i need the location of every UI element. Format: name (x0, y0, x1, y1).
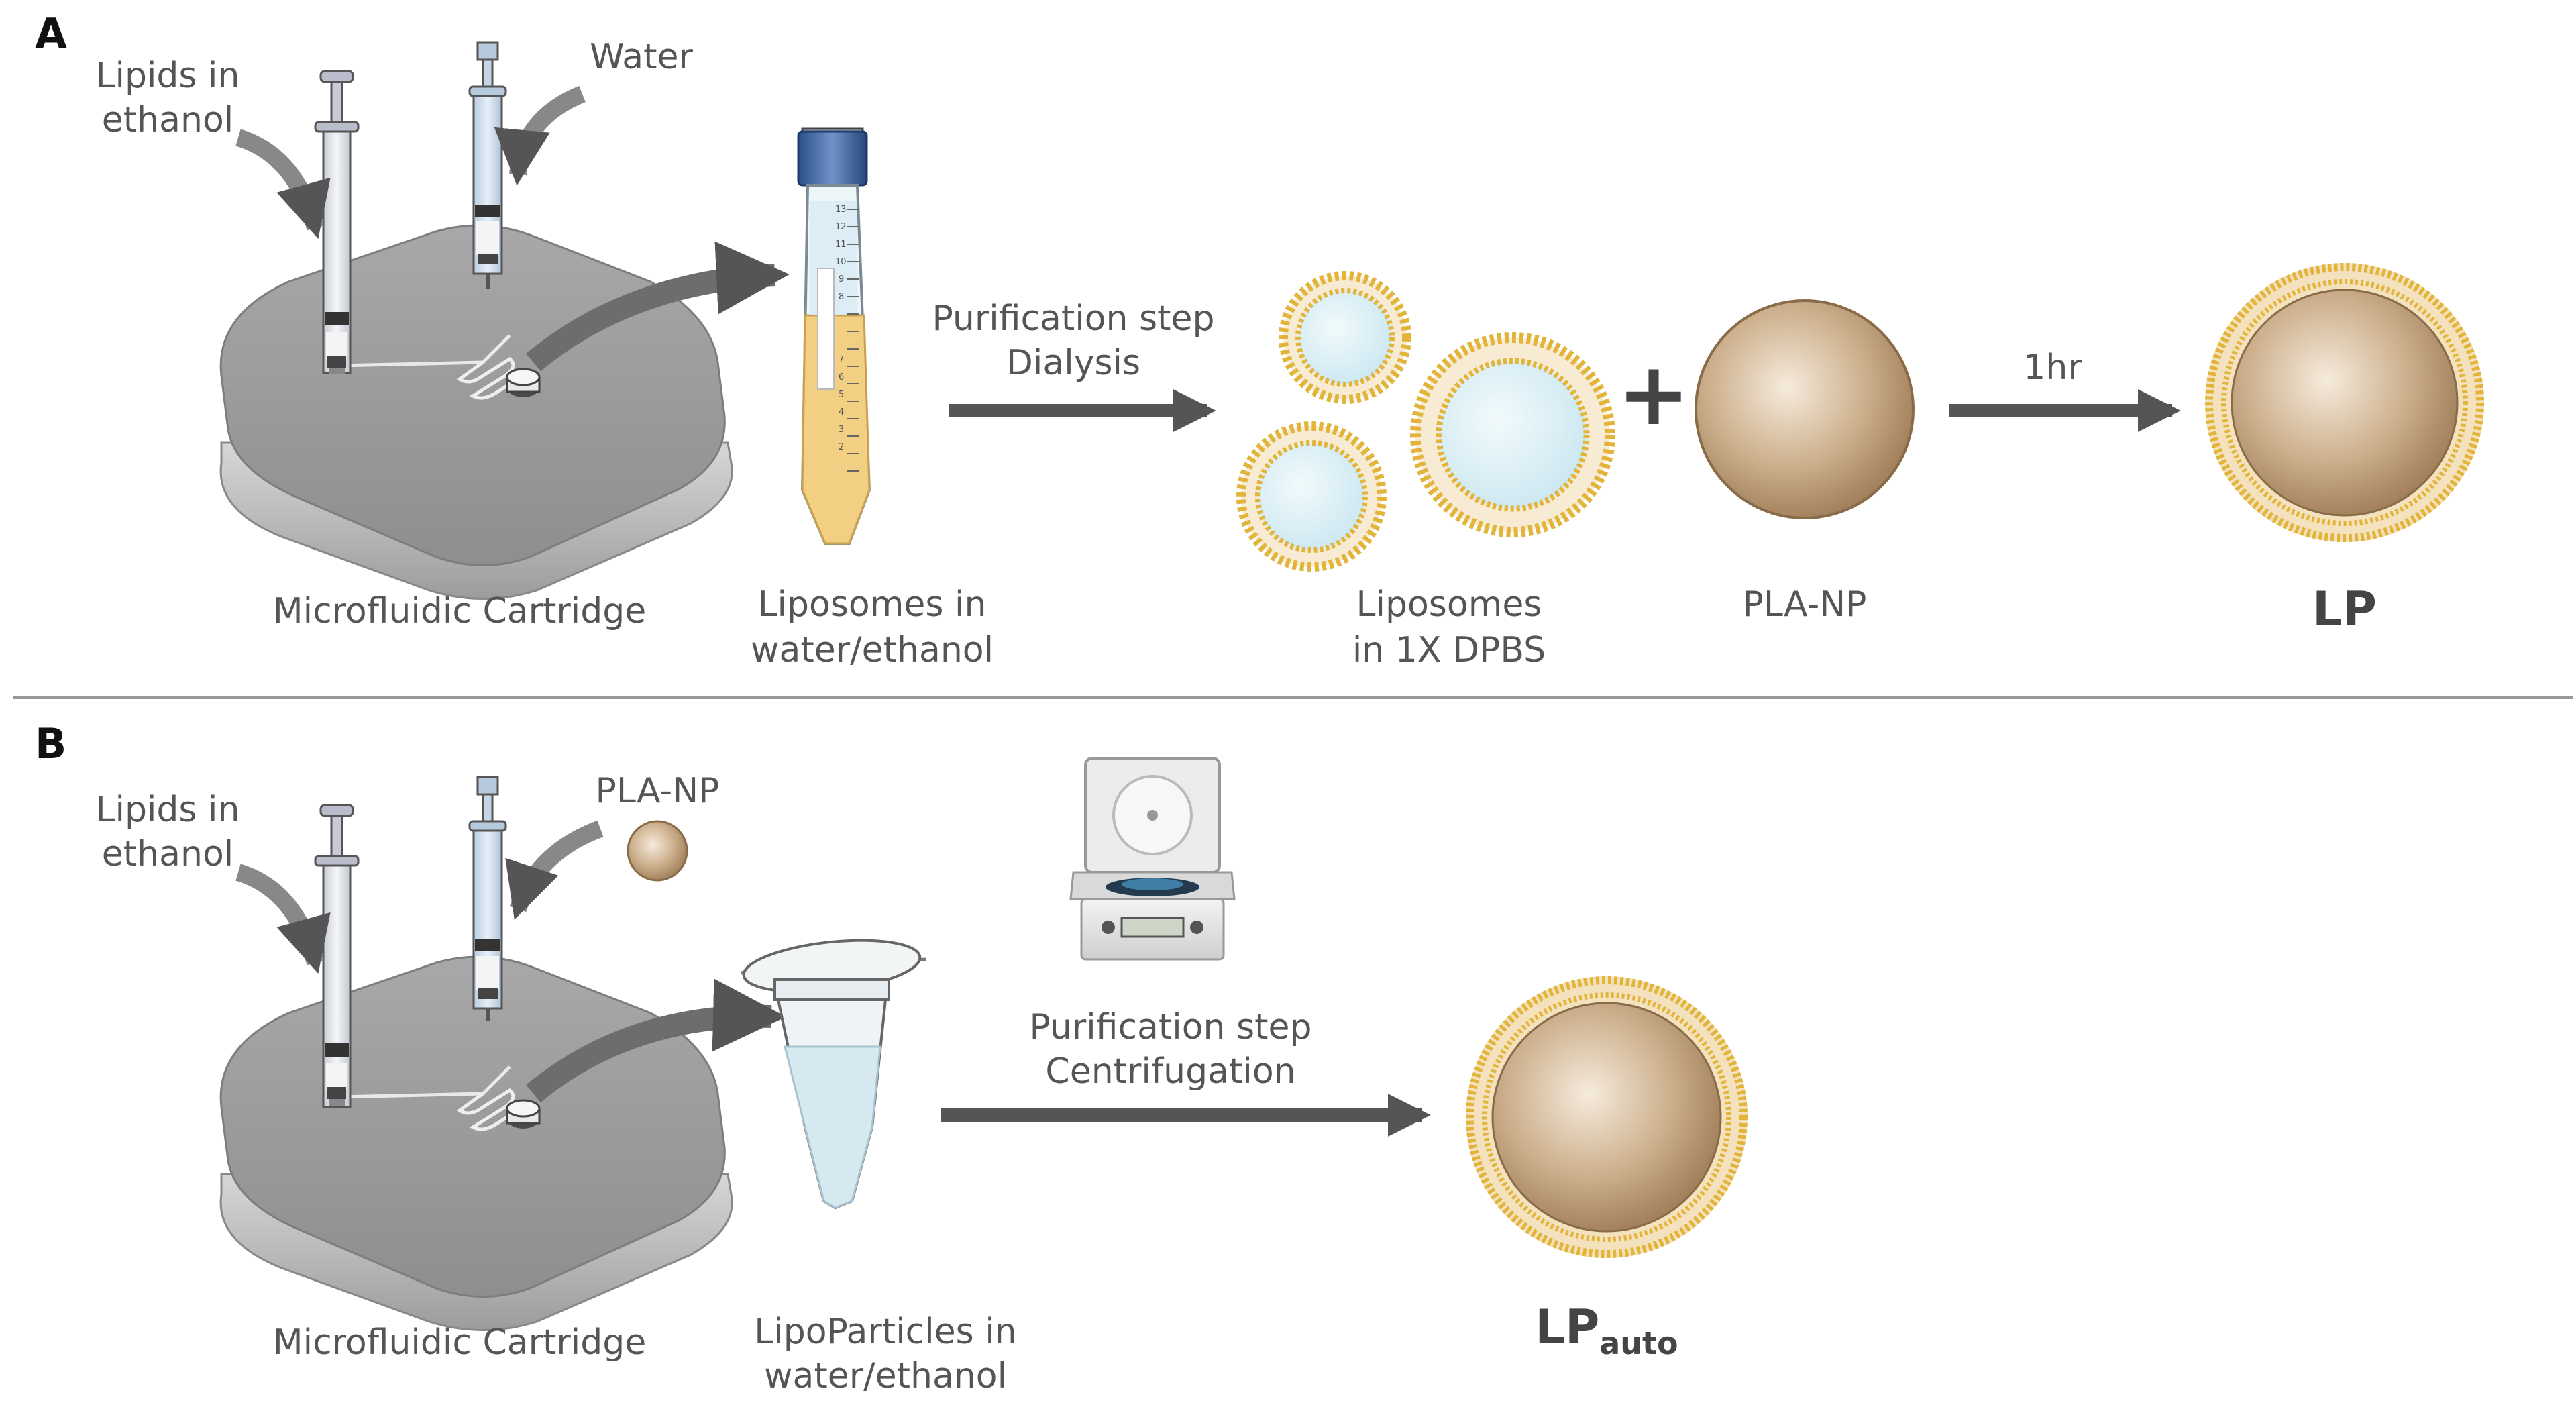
panel-a-letter: A (35, 9, 67, 58)
liposome-large (1410, 332, 1615, 537)
microfluidic-cartridge-b (219, 955, 733, 1331)
cartridge-to-tube-arrow-b (526, 978, 786, 1103)
lipid-syringe-a (314, 70, 360, 374)
pla-nanoparticle-a (1695, 299, 1915, 519)
tube-scale-8: 8 (839, 292, 844, 302)
label-microfluidic-cartridge-a: Microfluidic Cartridge (273, 591, 646, 631)
tube-scale-4: 4 (839, 407, 844, 417)
label-dialysis: Dialysis (1006, 343, 1140, 383)
lipids-pointer-arrow-b (235, 864, 331, 974)
label-1hr: 1hr (2023, 348, 2082, 388)
tube-scale-5: 5 (839, 390, 844, 400)
tube-scale-7: 7 (839, 355, 844, 365)
cartridge-to-tube-arrow-a (526, 241, 790, 372)
lipid-syringe-b (314, 804, 360, 1108)
tube-scale-11: 11 (835, 240, 847, 250)
panel-a: A (35, 9, 2484, 670)
label-lp: LP (2312, 582, 2377, 637)
label-lipids-in-ethanol-line2: ethanol (102, 100, 233, 140)
label-lipoparticles-line1: LipoParticles in (754, 1312, 1016, 1352)
centrifuge-icon (1069, 757, 1236, 961)
label-microfluidic-cartridge-b: Microfluidic Cartridge (273, 1322, 646, 1363)
label-lp-auto-main: LP (1535, 1300, 1599, 1355)
eppendorf-tube-b (741, 939, 926, 1210)
label-lipids-in-ethanol-line1: Lipids in (96, 56, 240, 96)
tube-scale-9: 9 (839, 274, 844, 284)
lp-auto-lipoparticle (1466, 976, 1748, 1258)
tube-scale-12: 12 (835, 222, 847, 232)
tube-scale-2: 2 (839, 442, 844, 452)
label-lipids-in-ethanol-b-line2: ethanol (102, 834, 233, 874)
label-purification-step-a: Purification step (932, 299, 1214, 339)
label-in-1x-dpbs: in 1X DPBS (1352, 630, 1546, 670)
plus-sign: + (1617, 343, 1690, 445)
panel-b: B (35, 719, 1748, 1396)
liposome-small-top (1279, 271, 1411, 404)
panel-b-letter: B (35, 719, 66, 768)
conical-tube-a: 13 12 11 10 9 8 7 6 5 4 3 2 (797, 127, 871, 545)
label-pla-np-b: PLA-NP (596, 771, 720, 811)
lp-lipoparticle (2205, 263, 2484, 542)
tube-scale-13: 13 (835, 205, 847, 215)
label-centrifugation: Centrifugation (1045, 1051, 1295, 1092)
lipids-pointer-arrow-a (235, 129, 331, 240)
label-purification-step-b: Purification step (1029, 1007, 1311, 1047)
tube-scale-6: 6 (839, 372, 844, 382)
label-lipoparticles-line2: water/ethanol (764, 1356, 1007, 1396)
water-syringe-a (468, 41, 507, 289)
label-pla-np-a: PLA-NP (1743, 584, 1867, 625)
pla-nanoparticle-small-b (627, 820, 688, 882)
label-liposomes: Liposomes (1356, 584, 1542, 625)
np-pointer-arrow-b (505, 820, 604, 920)
microfluidic-cartridge-a (219, 224, 733, 600)
tube-scale-10: 10 (835, 257, 847, 267)
label-lp-auto: LPauto (1535, 1300, 1678, 1361)
np-syringe-b (468, 776, 507, 1021)
tube-scale-ticks (847, 209, 859, 472)
label-water: Water (590, 37, 693, 77)
tube-scale-3: 3 (839, 425, 844, 435)
label-lp-auto-subscript: auto (1599, 1325, 1678, 1361)
label-lipids-in-ethanol-b-line1: Lipids in (96, 790, 240, 830)
liposome-small-bottom (1236, 421, 1387, 572)
water-pointer-arrow-a (494, 85, 586, 186)
label-liposomes-in-water-ethanol-line1: Liposomes in (758, 584, 987, 625)
label-liposomes-in-water-ethanol-line2: water/ethanol (751, 630, 994, 670)
